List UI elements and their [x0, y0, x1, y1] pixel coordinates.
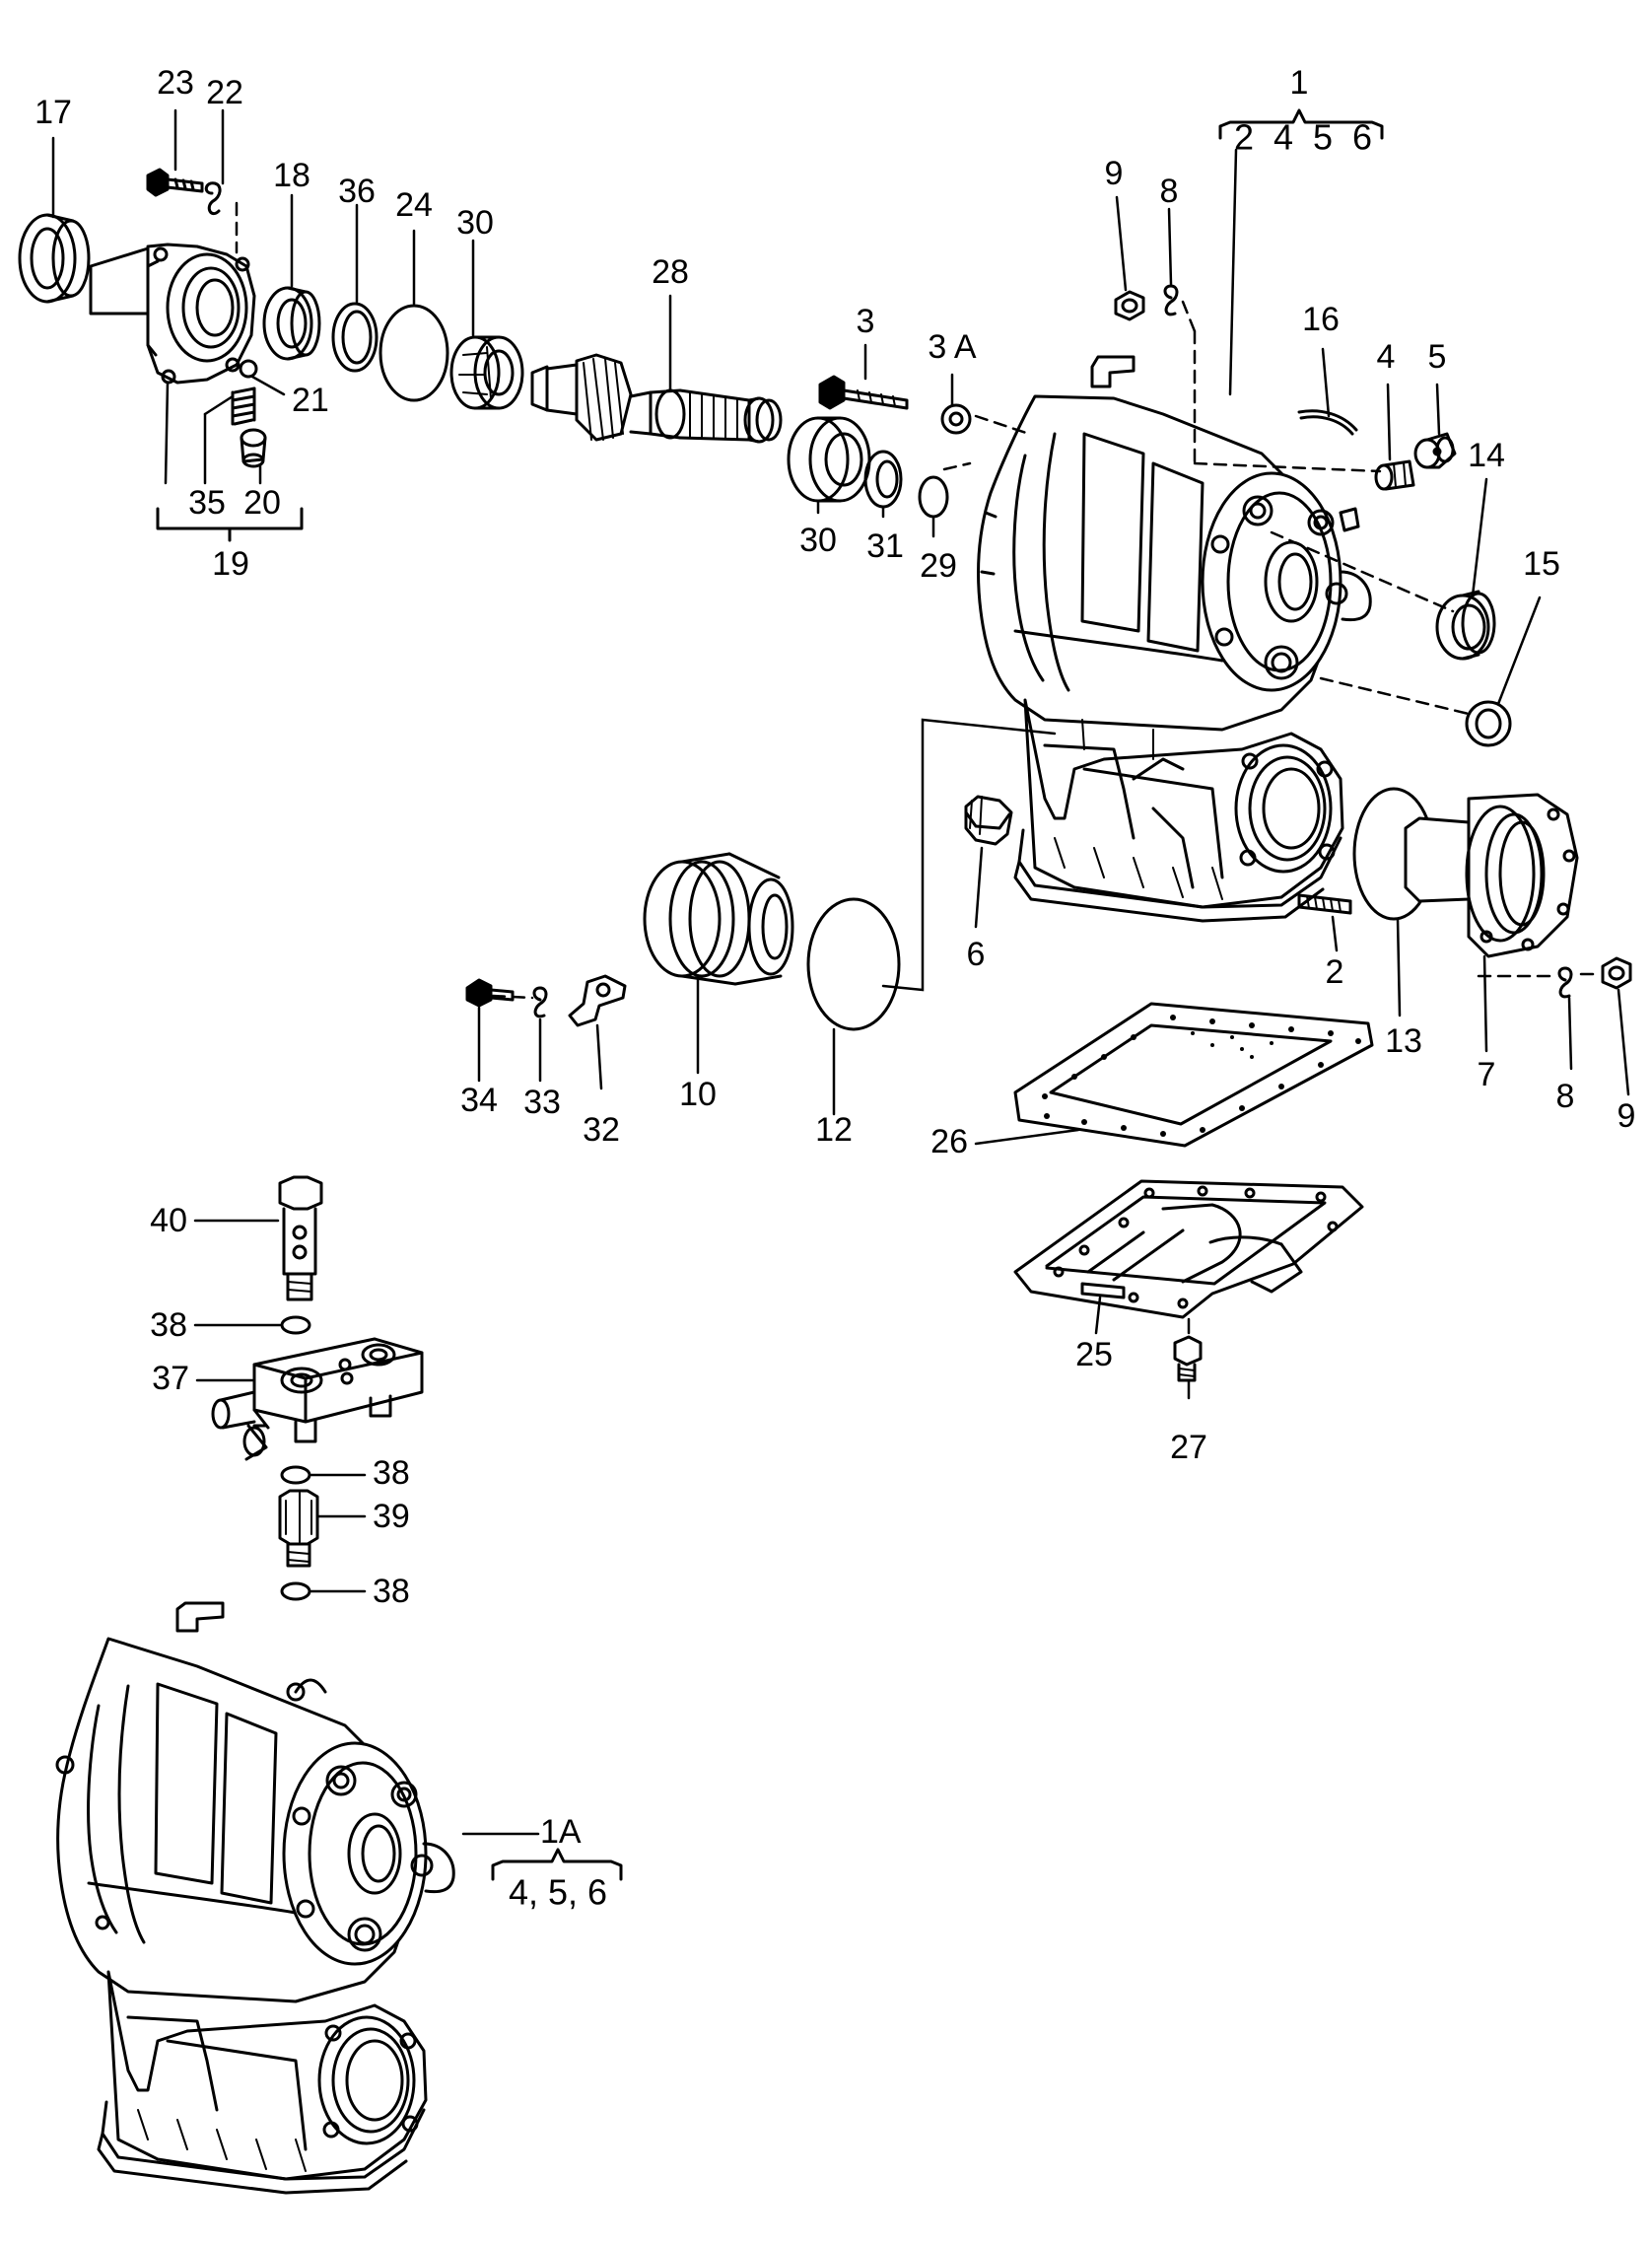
bracket-group-19	[156, 507, 304, 542]
callout-34: 34	[460, 1082, 498, 1119]
callout-20: 20	[243, 484, 281, 522]
washer-8-top	[1163, 284, 1179, 316]
bearing-30-right	[787, 416, 871, 503]
washer-3A	[940, 403, 972, 435]
callout-35: 35	[188, 484, 226, 522]
callout-38-top: 38	[150, 1306, 187, 1344]
nut-9-top	[1114, 290, 1145, 321]
callout-7: 7	[1478, 1056, 1496, 1093]
callout-17: 17	[34, 94, 72, 131]
lock-washer-33	[532, 986, 548, 1018]
adapter-39	[278, 1489, 319, 1568]
callout-39: 39	[373, 1498, 410, 1535]
callout-24: 24	[395, 186, 433, 224]
callout-14: 14	[1468, 437, 1505, 474]
callout-37: 37	[152, 1360, 189, 1397]
callout-10: 10	[679, 1076, 717, 1113]
plug-20	[240, 428, 267, 468]
transmission-housing-1	[976, 355, 1372, 923]
callout-15: 15	[1523, 545, 1560, 583]
callout-9-bottom: 9	[1618, 1097, 1636, 1135]
oil-pan-25	[1013, 1179, 1364, 1319]
bracket-group-1	[1218, 108, 1384, 140]
leader-lines	[51, 108, 1630, 1836]
ring-31	[863, 450, 903, 509]
cap-5	[1413, 432, 1457, 469]
callout-5: 5	[1428, 338, 1447, 376]
o-ring-36	[331, 302, 379, 373]
seal-14	[1435, 590, 1496, 661]
lock-washer-22	[204, 181, 222, 216]
callout-18: 18	[273, 157, 310, 194]
callout-6: 6	[967, 936, 986, 973]
ball-21	[239, 359, 258, 379]
callout-group-1-items: 2 4 5 6	[1234, 117, 1372, 158]
callout-22: 22	[206, 74, 243, 111]
callout-31: 31	[866, 527, 904, 565]
seal-38-bottom	[280, 1581, 311, 1601]
callout-29: 29	[920, 547, 957, 585]
callout-27: 27	[1170, 1429, 1207, 1466]
bolt-34	[465, 978, 515, 1008]
callout-3: 3	[857, 303, 875, 340]
bolt-27	[1173, 1335, 1203, 1382]
callout-8-top: 8	[1160, 173, 1179, 210]
callout-12: 12	[815, 1111, 853, 1149]
callout-23: 23	[157, 64, 194, 102]
callout-38-mid: 38	[373, 1454, 410, 1492]
seal-18	[262, 286, 321, 361]
callout-30-left: 30	[456, 204, 494, 242]
flange-7	[1404, 793, 1579, 958]
washer-8-bottom	[1557, 966, 1573, 999]
bellow-10	[643, 852, 794, 986]
lock-plate-32	[568, 974, 627, 1027]
callout-26: 26	[930, 1123, 968, 1160]
bearing-30-left	[449, 335, 524, 410]
callout-25: 25	[1075, 1336, 1113, 1373]
callout-16: 16	[1302, 301, 1340, 338]
callout-4: 4	[1377, 338, 1396, 376]
seal-38-top	[280, 1315, 311, 1335]
callout-40: 40	[150, 1202, 187, 1239]
pinion-shaft-28	[530, 353, 783, 444]
stud-2	[1297, 893, 1352, 915]
callout-21: 21	[292, 382, 329, 419]
flange-housing-19	[89, 243, 256, 385]
seal-ring-17	[18, 213, 91, 304]
plug-6	[964, 795, 1013, 846]
ring-29	[918, 475, 949, 519]
gasket-26	[1013, 1002, 1374, 1148]
transmission-housing-1A	[55, 1601, 455, 2195]
callout-33: 33	[523, 1084, 561, 1121]
o-ring-24	[379, 304, 449, 402]
callout-13: 13	[1385, 1022, 1422, 1060]
callout-2: 2	[1326, 953, 1344, 991]
callout-38-bottom: 38	[373, 1573, 410, 1610]
callout-32: 32	[583, 1111, 620, 1149]
bracket-group-1A	[491, 1848, 623, 1881]
callout-1: 1	[1290, 64, 1309, 102]
callout-labels: 17 23 22 18 36 24 30 28 21 35 20 19 3 3 …	[34, 64, 1635, 1913]
callout-group-1A-items: 4, 5, 6	[509, 1872, 607, 1913]
callout-9-top: 9	[1105, 155, 1124, 192]
seal-16	[1297, 409, 1358, 436]
nut-9-bottom	[1601, 956, 1632, 990]
seal-15	[1465, 700, 1512, 747]
callout-3A: 3 A	[928, 328, 976, 366]
callout-28: 28	[652, 253, 689, 291]
callout-30-right: 30	[799, 522, 837, 559]
callout-1A: 1A	[540, 1813, 582, 1851]
seal-38-mid	[280, 1465, 311, 1485]
bolt-23	[146, 168, 204, 197]
bolt-40	[278, 1175, 323, 1301]
banjo-37	[211, 1337, 424, 1461]
spring-35	[231, 386, 256, 426]
callout-19: 19	[212, 545, 249, 583]
callout-8-bottom: 8	[1556, 1078, 1575, 1115]
callout-36: 36	[338, 173, 376, 210]
o-ring-12	[806, 897, 901, 1031]
bolt-3	[818, 375, 909, 410]
sleeve-4	[1374, 459, 1415, 491]
